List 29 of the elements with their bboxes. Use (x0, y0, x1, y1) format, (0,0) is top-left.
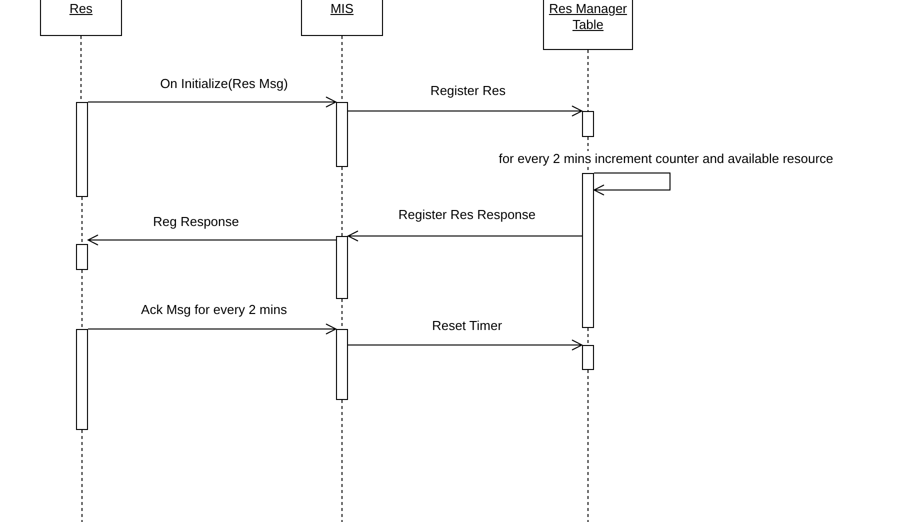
self-message-arrow (594, 172, 670, 196)
participant-name: Res Manager Table (548, 1, 628, 33)
activation-bar (336, 236, 348, 299)
message-label: Register Res (429, 83, 507, 98)
activation-bar (336, 329, 348, 400)
message-label: On Initialize(Res Msg) (159, 76, 289, 91)
message-label: Register Res Response (397, 207, 537, 222)
message-arrow (88, 324, 336, 334)
lifeline-head-box (40, 0, 122, 36)
message-label: Reg Response (152, 214, 240, 229)
activation-bar (76, 102, 88, 197)
lifeline-head-box (543, 0, 633, 50)
message-label: for every 2 mins increment counter and available resource (498, 151, 834, 166)
message-arrow (88, 96, 336, 108)
activation-bar (76, 244, 88, 270)
activation-bar (582, 345, 594, 370)
message-arrow (348, 230, 582, 242)
lifeline-head-box (301, 0, 383, 36)
participant-name: Res (69, 1, 93, 17)
message-arrow (348, 340, 582, 350)
message-arrow (88, 234, 336, 246)
message-label: Reset Timer (430, 318, 504, 333)
activation-bar (582, 173, 594, 328)
message-label: Ack Msg for every 2 mins (140, 302, 288, 317)
activation-bar (76, 329, 88, 430)
activation-bar (582, 111, 594, 137)
message-arrow (348, 106, 582, 116)
activation-bar (336, 102, 348, 167)
participant-name: MIS (330, 1, 354, 17)
